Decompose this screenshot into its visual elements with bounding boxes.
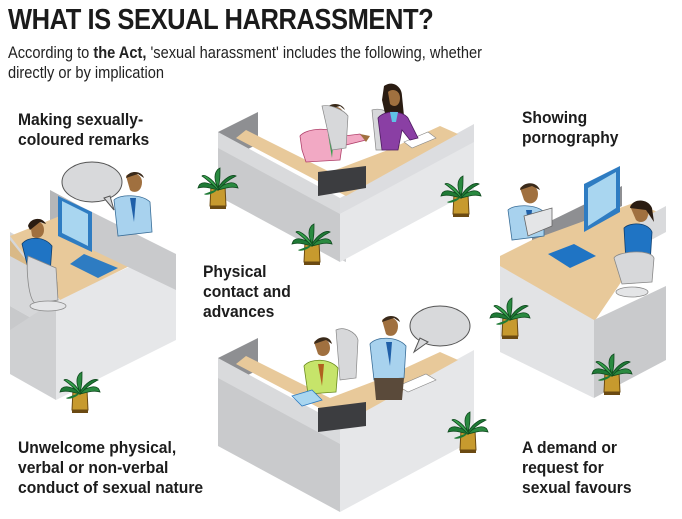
label-physical-contact: Physical contact and advances [203, 262, 291, 321]
subtitle: According to the Act, 'sexual harassment… [8, 43, 627, 83]
cubicle-left [10, 161, 176, 400]
act-reference: the Act, [93, 43, 147, 62]
label-pornography: Showing pornography [522, 108, 619, 147]
label-remarks: Making sexually- coloured remarks [18, 110, 150, 149]
label-favours: A demand or request for sexual favours [522, 438, 632, 497]
cubicle-top-center [218, 83, 474, 262]
page-title: WHAT IS SEXUAL HARRASSMENT? [8, 4, 434, 36]
subtitle-line-1: According to the Act, 'sexual harassment… [8, 43, 482, 62]
subtitle-line-2: directly or by implication [8, 63, 165, 82]
label-unwelcome-conduct: Unwelcome physical, verbal or non-verbal… [18, 438, 204, 497]
cubicle-right [500, 166, 666, 398]
cubicle-bottom-center [218, 305, 474, 512]
